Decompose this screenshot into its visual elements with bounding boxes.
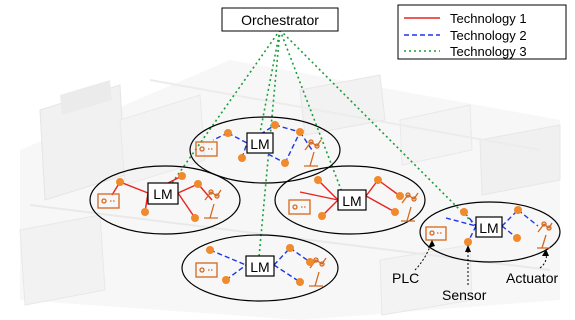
sensor-node [314,176,404,220]
legend-label-technology-2: Technology 2 [450,28,527,43]
sensor-callout-label: Sensor [442,287,487,303]
sensor-node [206,244,314,286]
actuator-robot-icon [204,189,222,219]
lm-label: LM [342,193,361,209]
plc-callout-label: PLC [392,270,419,286]
lm-label: LM [250,136,269,152]
sensor-node [224,121,304,167]
plc-device [288,199,311,215]
cell-left: LM [89,165,241,235]
cell-bottom: LM [181,234,339,302]
plc-device [195,262,218,278]
factory-background [19,60,561,320]
actuator-robot-icon [401,192,419,222]
cell-top: LM [189,116,341,184]
lm-label: LM [250,259,269,275]
cell-middle-right: LM [274,165,426,235]
actuator-robot-icon [309,257,327,287]
plc-device [195,141,218,157]
sensor-node [460,206,522,246]
orchestrator-node: Orchestrator [221,7,339,32]
plc-device [425,226,447,241]
callout-arrowheads [428,240,549,256]
lm-label: LM [153,186,172,202]
legend: Technology 1 Technology 2 Technology 3 [397,4,567,60]
actuator-robot-icon [304,139,322,167]
cell-right: LM [419,201,561,263]
orchestrator-label: Orchestrator [241,12,319,28]
legend-label-technology-3: Technology 3 [450,44,527,59]
lm-label: LM [479,220,498,236]
sensor-node [116,172,202,222]
legend-label-technology-1: Technology 1 [450,11,527,26]
actuator-robot-icon [537,221,553,249]
plc-device [97,193,120,209]
actuator-callout-label: Actuator [506,270,558,286]
orchestrator-links [164,29,481,269]
